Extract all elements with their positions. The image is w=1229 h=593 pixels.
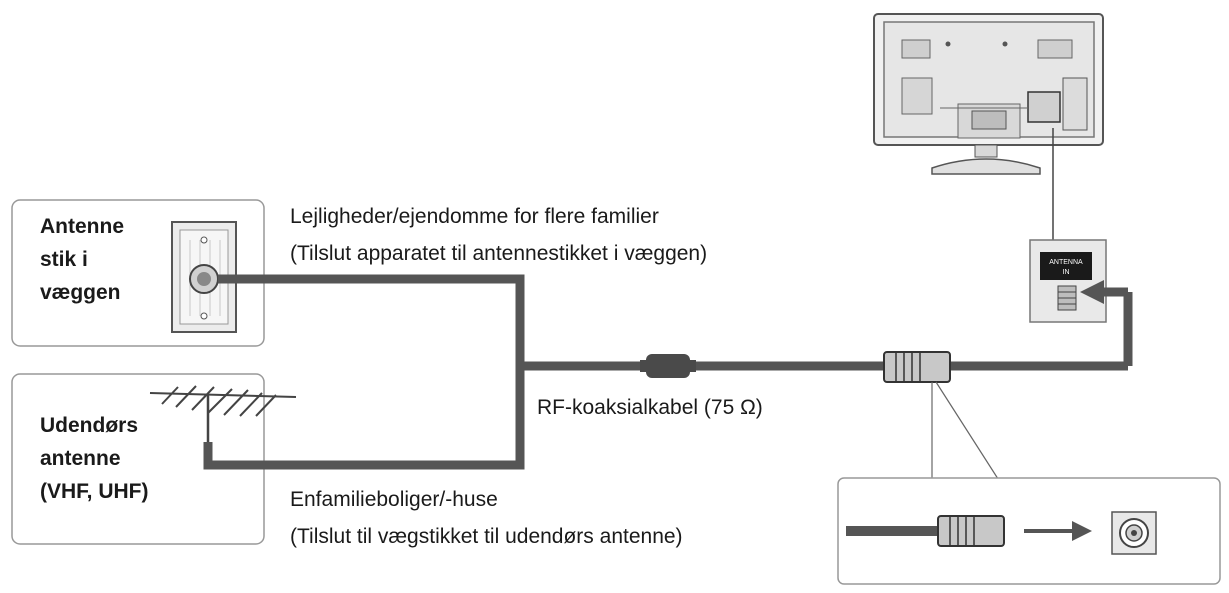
cable-label: RF-koaksialkabel (75 Ω) xyxy=(537,396,763,419)
apartments-title: Lejligheder/ejendomme for flere familier xyxy=(290,205,659,228)
arrow-to-jack-icon xyxy=(1080,280,1104,304)
outdoor-antenna-box xyxy=(11,373,265,545)
insert-arrow-icon xyxy=(1072,521,1092,541)
antenna-in-label-line-2: IN xyxy=(1063,269,1070,276)
connector-detail-illustration xyxy=(846,511,1157,555)
coax-cable xyxy=(203,274,1133,470)
coax-plug-icon xyxy=(883,351,951,383)
antenna-in-jack: ANTENNA IN xyxy=(1029,239,1107,323)
outdoor-antenna-label-line-2: antenne xyxy=(40,447,121,470)
wall-socket-label-line-3: væggen xyxy=(40,281,121,304)
wall-socket-label-line-1: Antenne xyxy=(40,215,124,238)
antenna-in-label-line-1: ANTENNA xyxy=(1049,259,1083,266)
single-family-title: Enfamilieboliger/-huse xyxy=(290,488,498,511)
callout-line-right xyxy=(935,381,1001,483)
outdoor-antenna-label-line-3: (VHF, UHF) xyxy=(40,480,149,503)
single-family-subtitle: (Tilslut til vægstikket til udendørs ant… xyxy=(290,525,683,548)
tv-rear-illustration xyxy=(873,13,1104,175)
outdoor-antenna-label-line-1: Udendørs xyxy=(40,414,139,437)
apartments-subtitle: (Tilslut apparatet til antennestikket i … xyxy=(290,242,708,265)
outdoor-antenna-icon xyxy=(149,385,297,442)
wall-socket-label-line-2: stik i xyxy=(40,248,88,271)
